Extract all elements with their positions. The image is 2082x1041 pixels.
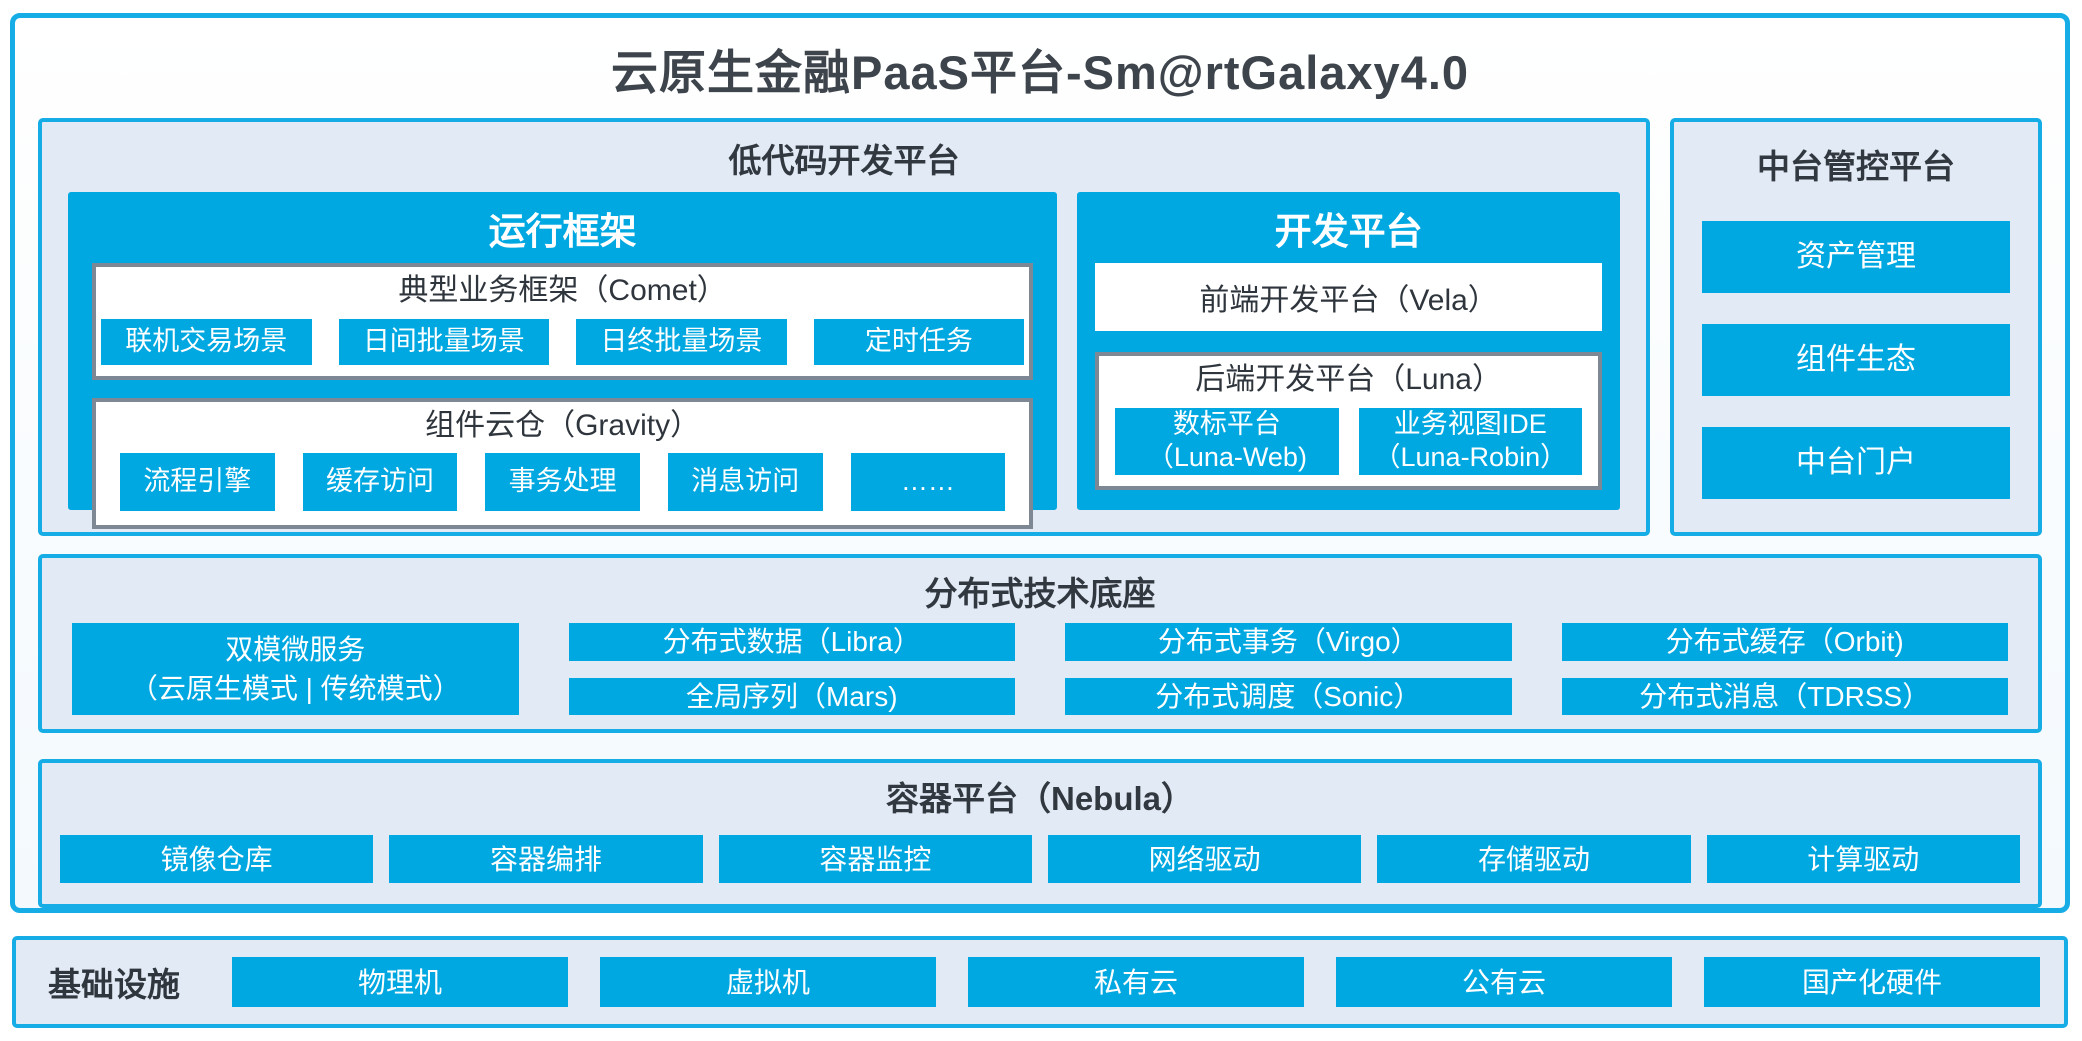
distributed-item-tdrss: 分布式消息（TDRSS） [1561,677,2008,715]
distributed-item-virgo: 分布式事务（Virgo） [1065,623,1512,661]
mid-platform-item-component-eco: 组件生态 [1702,324,2010,396]
comet-item: 日终批量场景 [576,318,787,365]
section-mid-platform-control: 中台管控平台 资产管理 组件生态 中台门户 [1670,118,2042,536]
luna-web-code: （Luna-Web) [1146,442,1307,473]
distributed-column-2: 分布式事务（Virgo） 分布式调度（Sonic） [1065,623,1512,715]
gravity-item: 缓存访问 [302,453,458,511]
dev-platform-title: 开发平台 [1274,211,1423,252]
section-infrastructure: 基础设施 物理机 虚拟机 私有云 公有云 国产化硬件 [12,936,2068,1028]
distributed-base-body: 双模微服务 （云原生模式 | 传统模式） 分布式数据（Libra） 全局序列（M… [72,623,2008,715]
distributed-item-orbit: 分布式缓存（Orbit) [1561,623,2008,661]
dual-mode-line2: （云原生模式 | 传统模式） [129,673,461,704]
architecture-frame: 云原生金融PaaS平台-Sm@rtGalaxy4.0 低代码开发平台 运行框架 … [10,13,2070,913]
dual-mode-line1: 双模微服务 [225,633,366,665]
gravity-repo-box: 组件云仓（Gravity） 流程引擎 缓存访问 事务处理 消息访问 …… [92,397,1034,529]
top-row: 低代码开发平台 运行框架 典型业务框架（Comet） 联机交易场景 日间批量场景… [38,118,2042,536]
mid-platform-item-portal: 中台门户 [1702,427,2010,499]
comet-item: 日间批量场景 [338,318,550,365]
luna-backend-box: 后端开发平台（Luna） 数标平台 （Luna-Web) 业务视图IDE （Lu… [1095,352,1602,490]
luna-robin-name: 业务视图IDE [1393,408,1547,439]
gravity-items-row: 流程引擎 缓存访问 事务处理 消息访问 …… [96,453,1029,525]
infra-item-virtual-machine: 虚拟机 [600,957,936,1007]
container-item-orchestration: 容器编排 [389,835,703,883]
container-item-network-driver: 网络驱动 [1047,835,1362,883]
distributed-item-mars: 全局序列（Mars) [568,677,1015,715]
container-items-row: 镜像仓库 容器编排 容器监控 网络驱动 存储驱动 计算驱动 [60,824,2020,894]
distributed-base-title: 分布式技术底座 [924,575,1156,612]
section-container-platform: 容器平台（Nebula） 镜像仓库 容器编排 容器监控 网络驱动 存储驱动 计算… [38,759,2042,908]
gravity-item: 流程引擎 [120,453,275,511]
vela-frontend-box: 前端开发平台（Vela） [1095,263,1602,331]
infra-item-private-cloud: 私有云 [968,957,1304,1007]
container-item-compute-driver: 计算驱动 [1706,835,2020,883]
comet-framework-box: 典型业务框架（Comet） 联机交易场景 日间批量场景 日终批量场景 定时任务 [92,263,1034,380]
gravity-item-ellipsis: …… [850,453,1006,511]
dev-platform-box: 开发平台 前端开发平台（Vela） 后端开发平台（Luna） 数标平台 （Lun… [1077,192,1620,510]
luna-robin-item: 业务视图IDE （Luna-Robin） [1358,407,1583,475]
luna-robin-code: （Luna-Robin） [1373,442,1568,473]
container-item-monitoring: 容器监控 [718,835,1032,883]
runtime-framework-box: 运行框架 典型业务框架（Comet） 联机交易场景 日间批量场景 日终批量场景 … [68,192,1058,529]
infra-item-public-cloud: 公有云 [1336,957,1672,1007]
comet-item: 定时任务 [813,318,1025,365]
distributed-column-1: 分布式数据（Libra） 全局序列（Mars) [568,623,1015,715]
low-code-platform-title: 低代码开发平台 [728,142,960,179]
section-distributed-base: 分布式技术底座 双模微服务 （云原生模式 | 传统模式） 分布式数据（Libra… [38,554,2042,733]
infrastructure-items-row: 物理机 虚拟机 私有云 公有云 国产化硬件 [232,957,2040,1007]
low-code-platform-body: 运行框架 典型业务框架（Comet） 联机交易场景 日间批量场景 日终批量场景 … [68,192,1620,529]
mid-platform-item-asset-mgmt: 资产管理 [1702,221,2010,293]
distributed-item-libra: 分布式数据（Libra） [568,623,1015,661]
container-platform-title: 容器平台（Nebula） [885,780,1195,817]
container-item-storage-driver: 存储驱动 [1377,835,1691,883]
luna-web-name: 数标平台 [1172,408,1281,439]
luna-backend-title: 后端开发平台（Luna） [1195,363,1502,396]
mid-platform-title: 中台管控平台 [1757,148,1955,185]
comet-items-row: 联机交易场景 日间批量场景 日终批量场景 定时任务 [96,318,1029,376]
luna-items-row: 数标平台 （Luna-Web) 业务视图IDE （Luna-Robin） [1099,407,1598,490]
infrastructure-title: 基础设施 [48,966,180,1003]
comet-framework-title: 典型业务框架（Comet） [398,274,727,307]
gravity-item: 事务处理 [485,453,640,511]
luna-web-item: 数标平台 （Luna-Web) [1115,407,1339,475]
container-item-image-repo: 镜像仓库 [60,835,374,883]
distributed-column-3: 分布式缓存（Orbit) 分布式消息（TDRSS） [1561,623,2008,715]
dual-mode-microservice-item: 双模微服务 （云原生模式 | 传统模式） [72,623,519,715]
section-low-code-platform: 低代码开发平台 运行框架 典型业务框架（Comet） 联机交易场景 日间批量场景… [38,118,1650,536]
runtime-framework-title: 运行框架 [488,211,637,252]
gravity-item: 消息访问 [667,453,823,511]
comet-item: 联机交易场景 [101,318,312,365]
infra-item-physical-machine: 物理机 [232,957,568,1007]
infra-item-domestic-hardware: 国产化硬件 [1704,957,2040,1007]
distributed-item-sonic: 分布式调度（Sonic） [1065,677,1512,715]
page-title: 云原生金融PaaS平台-Sm@rtGalaxy4.0 [610,45,1470,99]
gravity-repo-title: 组件云仓（Gravity） [425,408,701,442]
